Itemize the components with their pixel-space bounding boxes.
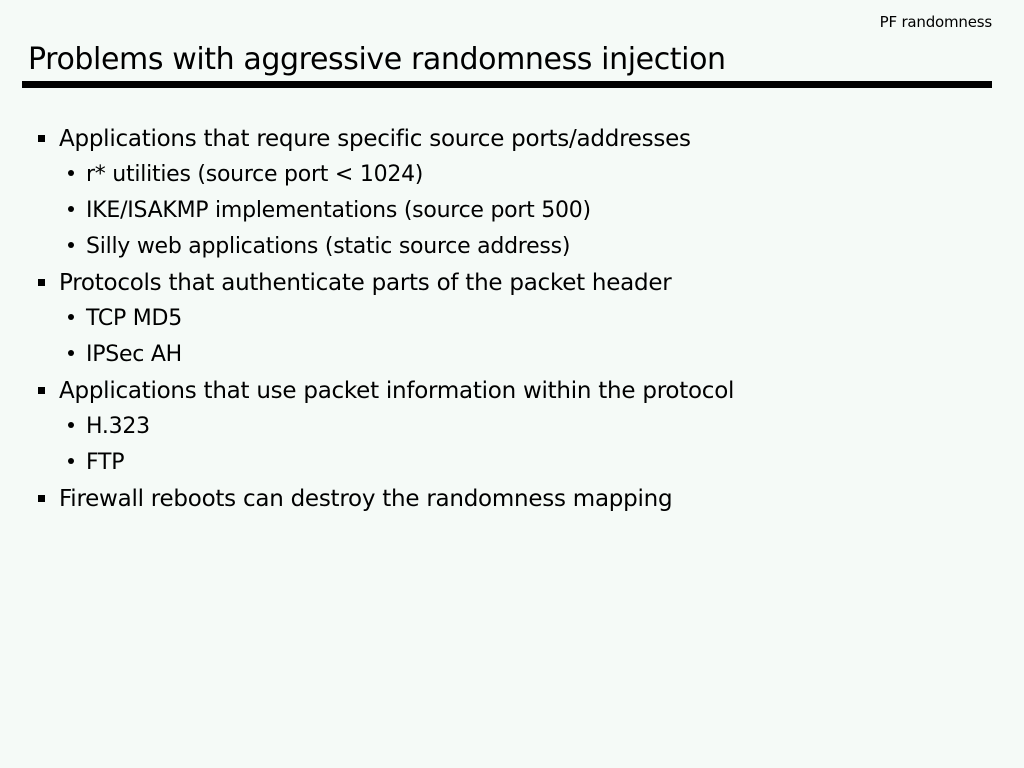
round-bullet-icon [68, 422, 74, 428]
list-item-label: r* utilities (source port < 1024) [86, 162, 424, 187]
list-item-label: H.323 [86, 414, 150, 439]
round-bullet-icon [68, 350, 74, 356]
list-item: Firewall reboots can destroy the randomn… [0, 484, 1024, 520]
square-bullet-icon [38, 387, 45, 394]
list-item: Applications that requre specific source… [0, 124, 1024, 160]
list-item-label: Protocols that authenticate parts of the… [59, 270, 672, 296]
round-bullet-icon [68, 242, 74, 248]
list-item: r* utilities (source port < 1024) [0, 160, 1024, 196]
list-item: H.323 [0, 412, 1024, 448]
slide-header-label: PF randomness [879, 13, 993, 31]
page-title: Problems with aggressive randomness inje… [28, 42, 726, 77]
round-bullet-icon [68, 314, 74, 320]
list-item-label: Applications that requre specific source… [59, 126, 691, 152]
round-bullet-icon [68, 458, 74, 464]
bullet-list: Applications that requre specific source… [0, 124, 1024, 520]
list-item: Silly web applications (static source ad… [0, 232, 1024, 268]
list-item-label: TCP MD5 [86, 306, 182, 331]
list-item-label: IPSec AH [86, 342, 182, 367]
list-item: TCP MD5 [0, 304, 1024, 340]
round-bullet-icon [68, 170, 74, 176]
list-item-label: FTP [86, 450, 125, 475]
list-item: FTP [0, 448, 1024, 484]
square-bullet-icon [38, 279, 45, 286]
round-bullet-icon [68, 206, 74, 212]
square-bullet-icon [38, 135, 45, 142]
title-divider [22, 81, 992, 88]
list-item: IPSec AH [0, 340, 1024, 376]
list-item: Applications that use packet information… [0, 376, 1024, 412]
list-item-label: Applications that use packet information… [59, 378, 735, 404]
list-item: IKE/ISAKMP implementations (source port … [0, 196, 1024, 232]
list-item-label: IKE/ISAKMP implementations (source port … [86, 198, 591, 223]
list-item: Protocols that authenticate parts of the… [0, 268, 1024, 304]
list-item-label: Silly web applications (static source ad… [86, 234, 571, 259]
square-bullet-icon [38, 495, 45, 502]
list-item-label: Firewall reboots can destroy the randomn… [59, 486, 673, 512]
